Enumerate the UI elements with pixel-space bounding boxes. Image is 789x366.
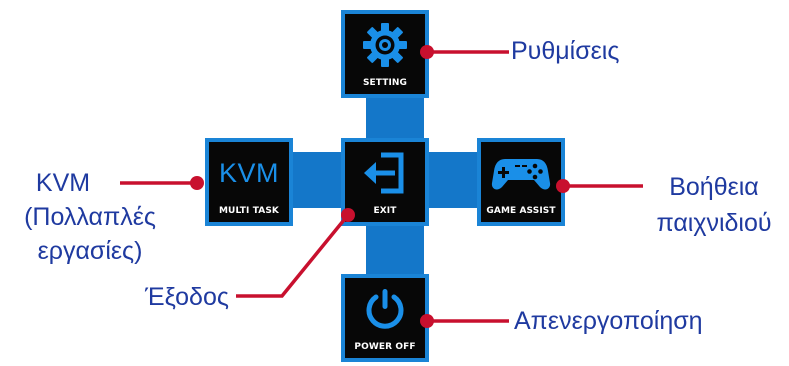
exit-callout: Έξοδος xyxy=(145,283,229,311)
power-off-callout: Απενεργοποίηση xyxy=(514,307,703,335)
exit-icon xyxy=(345,148,425,198)
kvm-callout: KVM (Πολλαπλές εργασίες) xyxy=(4,168,176,266)
power-icon xyxy=(345,284,425,334)
game-assist-tile[interactable]: GAME ASSIST xyxy=(477,138,565,226)
kvm-callout-line-2: (Πολλαπλές xyxy=(24,203,156,231)
exit-tile-label: EXIT xyxy=(373,206,397,216)
settings-callout: Ρυθμίσεις xyxy=(511,37,620,65)
power-off-tile-label: POWER OFF xyxy=(354,342,416,352)
kvm-callout-line-3: εργασίες) xyxy=(37,237,143,265)
power-off-leader-dot xyxy=(420,314,434,328)
exit-tile[interactable]: EXIT xyxy=(341,138,429,226)
kvm-icon-text: KVM xyxy=(218,157,279,188)
game-assist-tile-label: GAME ASSIST xyxy=(486,206,556,216)
exit-leader-line xyxy=(236,213,350,298)
multi-task-tile-label: MULTI TASK xyxy=(219,206,279,216)
game-assist-callout-line-2: παιχνιδιού xyxy=(656,209,772,237)
exit-leader-dot xyxy=(341,208,355,222)
game-assist-leader-dot xyxy=(556,179,570,193)
kvm-callout-line-1: KVM xyxy=(35,169,91,197)
gear-icon xyxy=(345,20,425,70)
kvm-icon: KVM xyxy=(209,148,289,198)
kvm-leader-dot xyxy=(190,176,204,190)
gamepad-icon xyxy=(481,148,561,198)
game-assist-callout: Βοήθεια παιχνιδιού xyxy=(640,172,788,238)
multi-task-tile[interactable]: KVM MULTI TASK xyxy=(205,138,293,226)
game-assist-callout-line-1: Βοήθεια xyxy=(669,173,759,201)
settings-leader-dot xyxy=(420,45,434,59)
setting-tile-label: SETTING xyxy=(362,78,408,88)
setting-tile[interactable]: SETTING xyxy=(341,10,429,98)
